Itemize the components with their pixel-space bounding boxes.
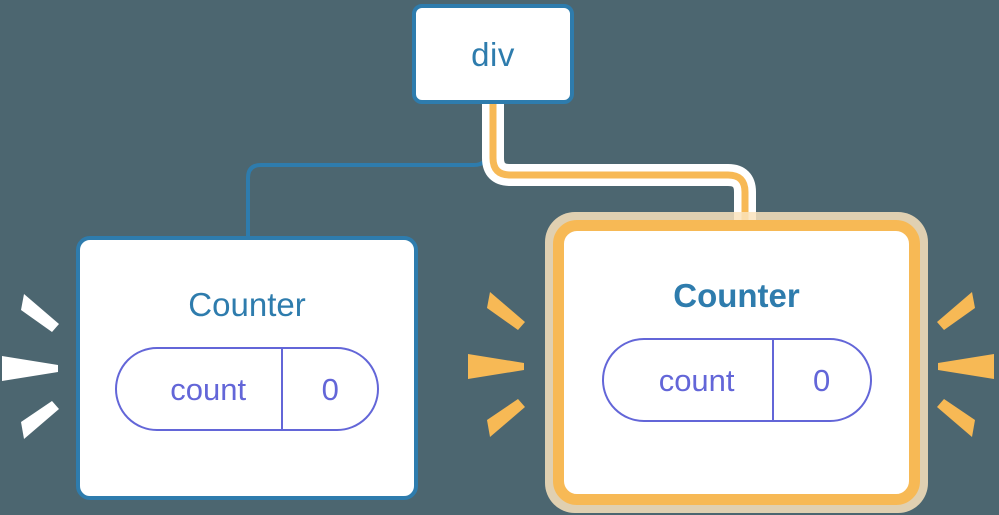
state-pill-counter-left: count 0 — [115, 347, 379, 431]
sparkles-left-of-counter-left — [2, 282, 62, 452]
node-div[interactable]: div — [412, 4, 574, 104]
sparkle-burst-icon — [2, 294, 59, 439]
node-counter-right-label: Counter — [673, 277, 800, 314]
state-value: 0 — [812, 362, 831, 398]
state-value: 0 — [321, 371, 339, 407]
sparkle-burst-icon — [937, 292, 994, 437]
state-key: count — [117, 349, 284, 429]
node-counter-right-wrapper[interactable]: Counter count 0 — [545, 212, 928, 513]
sparkles-left-of-counter-right — [468, 280, 528, 450]
node-counter-left-label: Counter — [188, 286, 306, 323]
sparkle-burst-icon — [468, 292, 525, 437]
sparkles-right-of-counter-right — [934, 280, 994, 450]
node-div-label: div — [471, 35, 515, 73]
edge-root-to-counter-left — [246, 103, 489, 240]
node-counter-right[interactable]: Counter count 0 — [553, 220, 920, 505]
state-key: count — [604, 340, 774, 420]
state-pill-counter-right: count 0 — [601, 338, 872, 422]
node-counter-left[interactable]: Counter count 0 — [76, 236, 418, 500]
